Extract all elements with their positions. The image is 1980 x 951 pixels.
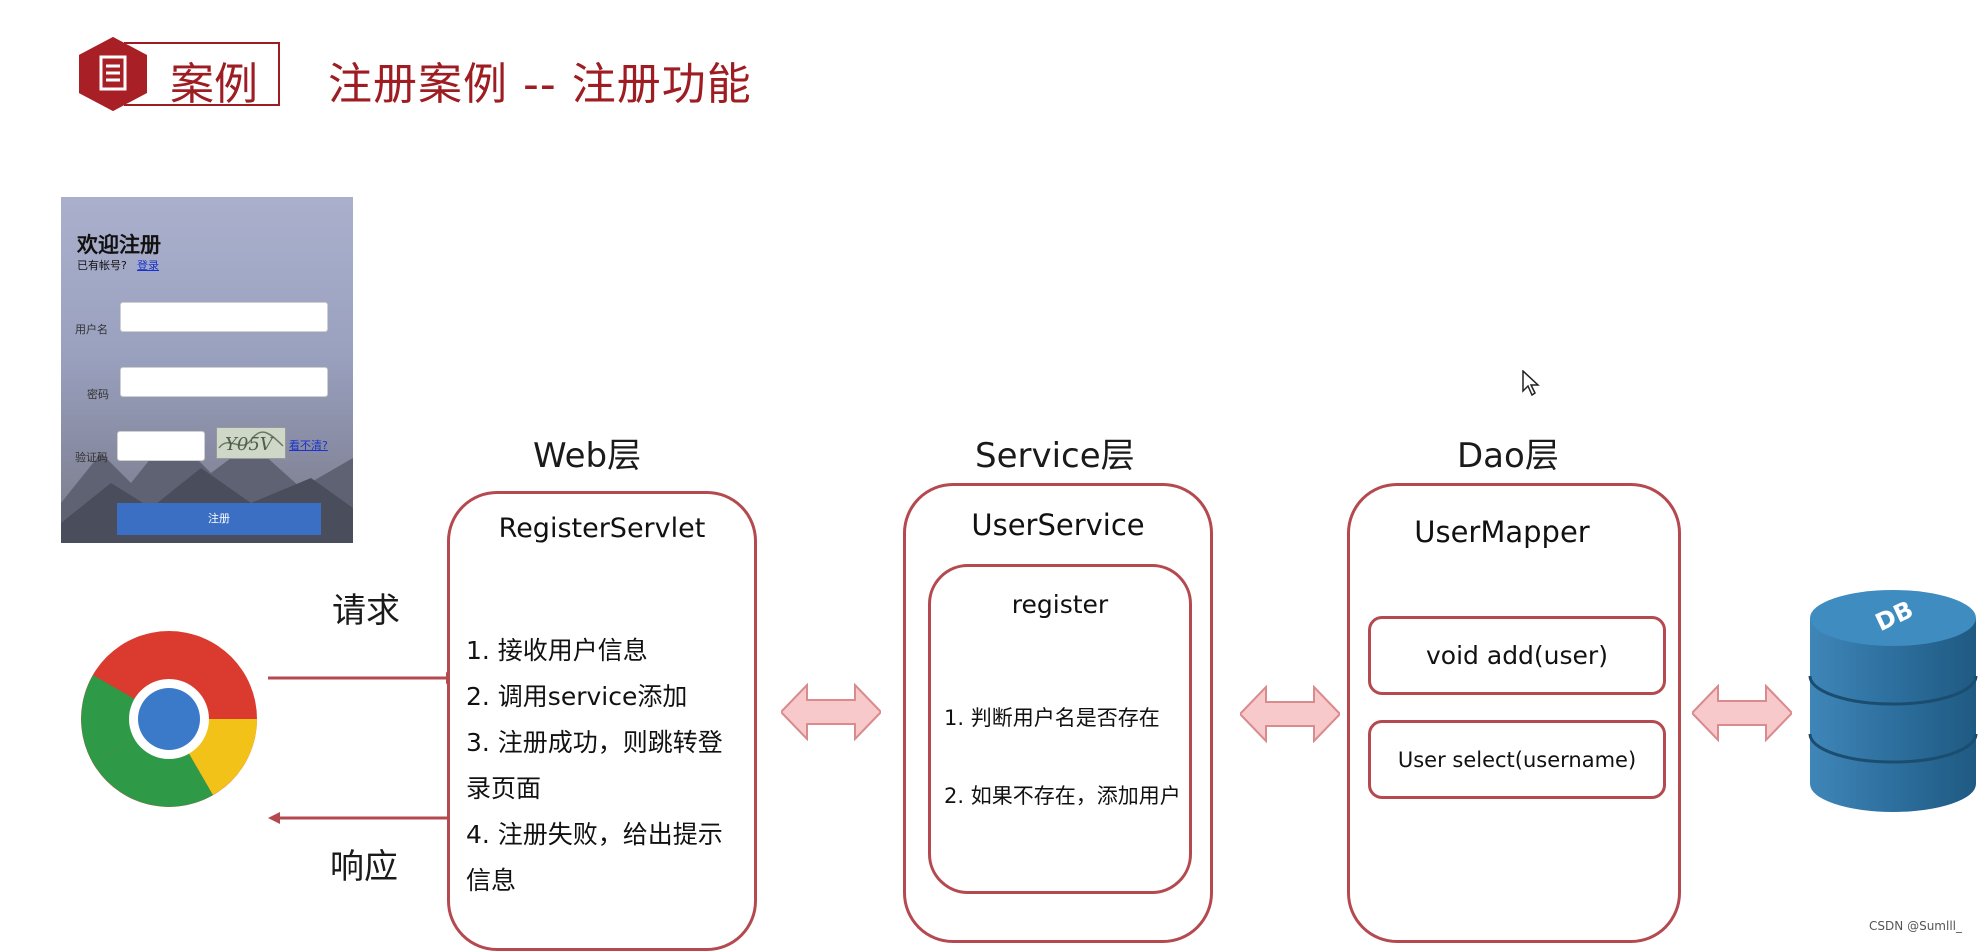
database-icon: DB [1808, 590, 1978, 812]
add-method-label: void add(user) [1426, 641, 1608, 670]
select-method-label: User select(username) [1397, 747, 1637, 772]
register-method-box [928, 564, 1192, 894]
double-arrow-icon [781, 683, 881, 741]
double-arrow-icon [1240, 685, 1340, 743]
add-method-box: void add(user) [1368, 616, 1666, 695]
captcha-image[interactable]: Y05V [216, 427, 286, 459]
response-label: 响应 [330, 847, 398, 887]
select-method-box: User select(username) [1368, 720, 1666, 799]
watermark: CSDN @Sumlll_ [1869, 919, 1962, 933]
double-arrow-icon [1692, 684, 1792, 742]
badge-label: 案例 [170, 59, 258, 110]
web-step: 1. 接收用户信息 [466, 636, 648, 665]
web-step: 2. 调用service添加 [466, 682, 688, 711]
web-step: 信息 [466, 866, 517, 895]
dao-layer-title: Dao层 [1457, 436, 1559, 476]
web-step: 4. 注册失败，给出提示 [466, 820, 723, 849]
service-step: 2. 如果不存在，添加用户 [944, 784, 1181, 808]
web-steps: 1. 接收用户信息 2. 调用service添加 3. 注册成功，则跳转登 录页… [466, 628, 756, 904]
username-label: 用户名 [75, 323, 108, 336]
service-layer-title: Service层 [975, 436, 1135, 476]
submit-button[interactable]: 注册 [117, 503, 321, 535]
captcha-noise: Y05V [218, 431, 284, 455]
user-mapper-box [1347, 483, 1681, 943]
captcha-refresh-link[interactable]: 看不清? [289, 439, 328, 452]
service-step: 1. 判断用户名是否存在 [944, 706, 1160, 730]
chrome-icon [81, 631, 257, 807]
password-label: 密码 [87, 388, 109, 401]
badge-hexagon [79, 37, 147, 111]
has-account-text: 已有帐号? [77, 259, 127, 272]
captcha-label: 验证码 [75, 451, 108, 464]
user-service-title: UserService [971, 508, 1145, 542]
username-input[interactable] [120, 302, 328, 332]
user-mapper-title: UserMapper [1414, 515, 1590, 549]
web-step: 3. 注册成功，则跳转登 [466, 728, 723, 757]
registration-form-preview: 欢迎注册 已有帐号? 登录 用户名 密码 验证码 Y05V 看不清? 注册 [61, 197, 353, 543]
svg-text:Y05V: Y05V [225, 434, 275, 455]
password-input[interactable] [120, 367, 328, 397]
web-step: 录页面 [466, 774, 542, 803]
response-arrow [268, 812, 458, 824]
login-link[interactable]: 登录 [137, 259, 159, 272]
request-label: 请求 [332, 591, 400, 631]
register-servlet-title: RegisterServlet [498, 513, 706, 544]
request-arrow [268, 672, 458, 684]
web-layer-title: Web层 [533, 436, 642, 476]
mouse-cursor-icon [1522, 370, 1540, 396]
form-title: 欢迎注册 [77, 233, 161, 257]
register-method-title: register [1011, 590, 1109, 619]
page-title: 注册案例 -- 注册功能 [328, 59, 752, 110]
captcha-input[interactable] [117, 431, 205, 461]
